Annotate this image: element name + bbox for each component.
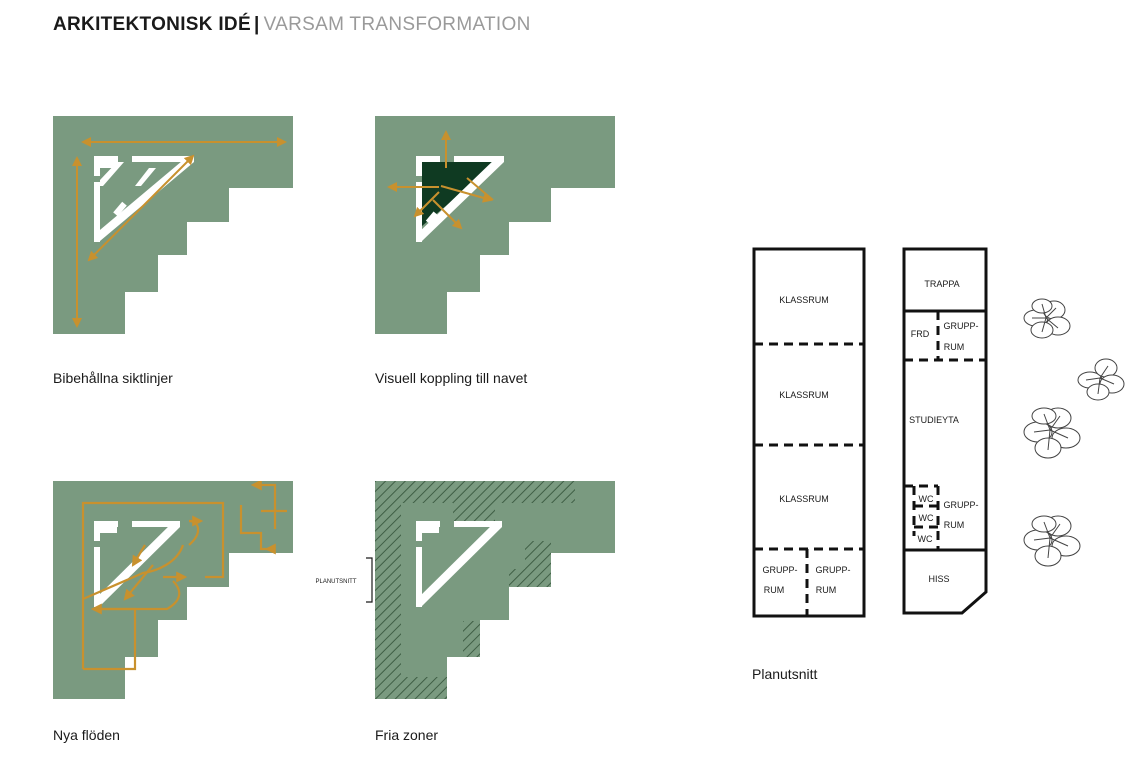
room-studieyta: STUDIEYTA [909,415,959,425]
room-klassrum-3: KLASSRUM [779,494,829,504]
free-zones-diagram [375,481,615,699]
room-grupprum-mid-a: GRUPP- [943,500,978,510]
hatched-zones [375,481,575,699]
flows-diagram [53,481,293,699]
caption-zones: Fria zoner [375,727,439,743]
tree-icon [1023,298,1071,339]
room-frd: FRD [911,329,930,339]
title-bold: ARKITEKTONISK IDÉ [53,14,251,35]
room-grupprum-left-2a: GRUPP- [815,565,850,575]
building-footprint [375,116,615,334]
room-klassrum-1: KLASSRUM [779,295,829,305]
room-grupprum-left-1a: GRUPP- [762,565,797,575]
floor-plan: KLASSRUM KLASSRUM KLASSRUM GRUPP- RUM GR… [752,247,1125,618]
caption-visual: Visuell koppling till navet [375,370,528,386]
visual-connection-diagram [375,116,615,334]
page-title: ARKITEKTONISK IDÉ|VARSAM TRANSFORMATION [53,14,531,36]
room-grupprum-mid-b: RUM [944,520,965,530]
sightlines-diagram [53,116,293,334]
building-footprint [53,116,293,334]
title-separator: | [253,14,260,35]
building-footprint [53,481,293,699]
sightline-arrows [72,137,287,328]
tree-icon [1077,358,1125,401]
title-light: VARSAM TRANSFORMATION [263,14,531,35]
tree-icon [1023,515,1081,567]
courtyard-outline [416,521,502,607]
connection-arrows [387,130,494,230]
flow-arrows [90,481,276,615]
plan-dashed-walls [754,311,986,616]
room-klassrum-2: KLASSRUM [779,390,829,400]
room-wc-3: WC [918,534,933,544]
caption-plan: Planutsnitt [752,666,818,682]
room-wc-2: WC [919,513,934,523]
caption-flows: Nya flöden [53,727,120,743]
room-grupprum-left-1b: RUM [764,585,785,595]
room-grupprum-top-a: GRUPP- [943,321,978,331]
room-grupprum-left-2b: RUM [816,585,837,595]
section-label: PLANUTSNITT [315,579,356,585]
caption-sightlines: Bibehållna siktlinjer [53,370,173,386]
plan-walls [752,247,988,618]
tree-icon [1023,407,1081,459]
room-grupprum-top-b: RUM [944,342,965,352]
building-footprint [375,481,615,699]
section-marker: PLANUTSNITT [315,557,373,603]
room-trappa: TRAPPA [924,279,959,289]
room-hiss: HISS [928,574,949,584]
room-wc-1: WC [919,494,934,504]
